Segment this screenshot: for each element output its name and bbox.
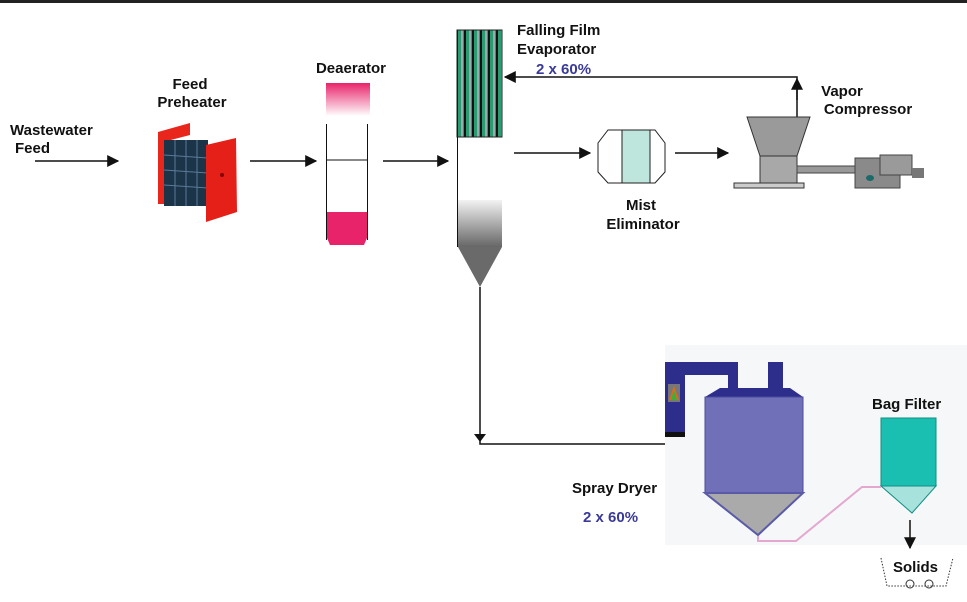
spray-dryer-icon [665,362,806,537]
vapor-recycle-line [503,71,798,118]
evaporator-to-dryer-line [479,287,700,450]
spray-dryer-capacity: 2 x 60% [583,509,638,526]
dryer-to-filter-duct [757,486,881,542]
evaporator-label-2: Evaporator [517,41,596,58]
bag-filter-icon [879,417,938,514]
vapor-compressor-icon [733,116,924,189]
falling-film-evaporator-icon [456,29,503,287]
evaporator-capacity: 2 x 60% [536,61,591,78]
solids-label: Solids [893,559,938,576]
deaerator-icon [326,83,370,245]
feed-label: Feed [15,140,50,157]
compressor-label-1: Vapor [821,83,863,100]
down-arrowhead [474,434,486,442]
mist-label-1: Mist [626,197,656,214]
evaporator-label-1: Falling Film [517,22,600,39]
preheater-label-1: Feed [172,76,207,93]
bag-filter-label: Bag Filter [872,396,941,413]
mist-eliminator-icon [597,129,666,184]
deaerator-label: Deaerator [316,60,386,77]
compressor-label-2: Compressor [824,101,913,118]
solids-bin-icon [880,557,954,589]
preheater-label-2: Preheater [157,94,226,111]
spray-dryer-label: Spray Dryer [572,480,657,497]
feed-preheater-icon [158,123,237,222]
wastewater-label: Wastewater [10,122,93,139]
mist-label-2: Eliminator [606,216,680,233]
